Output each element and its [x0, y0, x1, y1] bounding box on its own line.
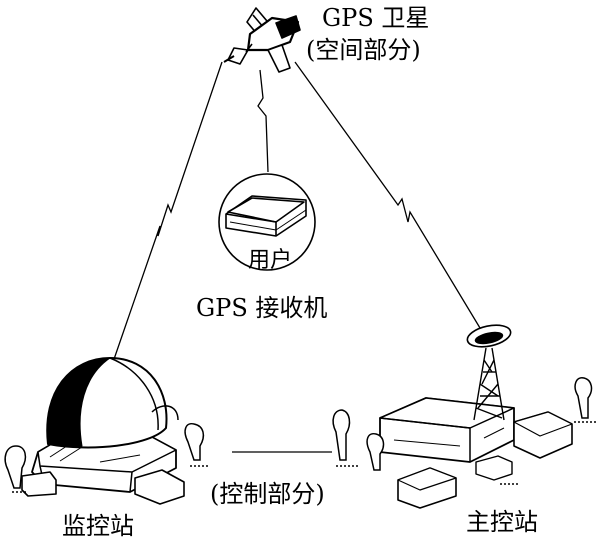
- receiver-label: GPS 接收机: [196, 294, 328, 322]
- master-station-trees: [332, 377, 596, 485]
- monitor-station-label: 监控站: [62, 512, 134, 540]
- user-label: 用户: [248, 248, 293, 273]
- lattice-tower: [473, 347, 505, 421]
- receiver-unit: [218, 173, 316, 271]
- receiver-device-icon: [225, 195, 307, 237]
- satellite-label: GPS 卫星: [322, 4, 430, 32]
- master-station-label: 主控站: [466, 508, 538, 536]
- space-segment-label: (空间部分): [306, 36, 421, 64]
- antenna-tower-building-icon: [379, 324, 573, 509]
- satellite-icon: [223, 7, 301, 73]
- link-satellite-to-receiver: [257, 69, 269, 173]
- monitor-station-trees: [4, 422, 210, 493]
- link-satellite-to-master: [294, 61, 481, 329]
- control-segment-label: (控制部分): [210, 480, 325, 508]
- link-satellite-to-monitor: [111, 61, 223, 366]
- signal-links: [111, 61, 481, 453]
- radar-dome-station-icon: [21, 357, 185, 505]
